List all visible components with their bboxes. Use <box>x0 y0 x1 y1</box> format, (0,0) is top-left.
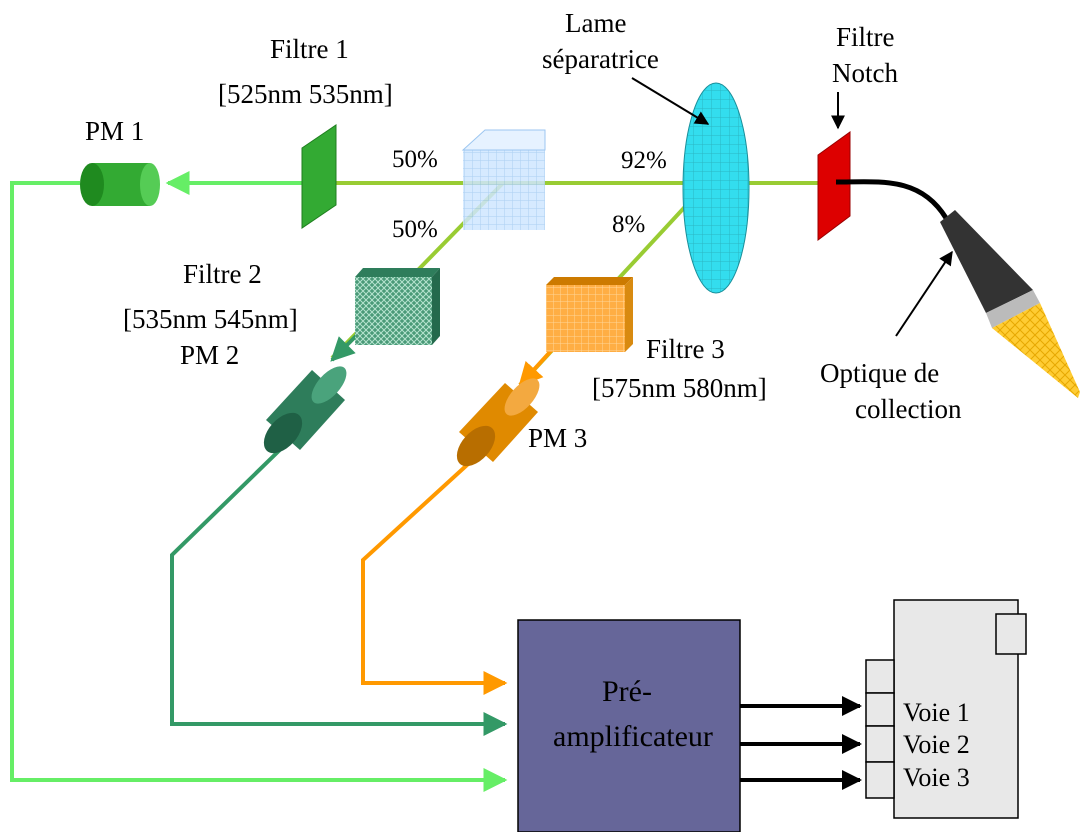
cube-transmit-percent: 50% <box>392 146 438 173</box>
acquisition-input-top <box>865 659 895 694</box>
filtre2-block <box>355 268 440 345</box>
pm2-photomultiplier <box>263 366 347 454</box>
notch-label-line2: Notch <box>832 58 898 88</box>
optical-fiber <box>835 179 949 220</box>
optique-label-line2: collection <box>855 394 962 424</box>
preamp-label-line2: amplificateur <box>553 720 713 753</box>
pm3-photomultiplier <box>456 378 540 467</box>
filtre2-range: [535nm 545nm] <box>123 304 298 334</box>
preamplifier-box <box>517 619 741 832</box>
pm1-label: PM 1 <box>85 116 144 146</box>
lame-pointer-arrow <box>631 77 710 125</box>
filtre1-plate <box>301 124 337 229</box>
lame-separatrice <box>682 82 750 294</box>
beamsplitter-cube <box>461 129 546 230</box>
collection-optics <box>940 210 1080 398</box>
pm1-signal-cable <box>10 181 508 792</box>
channel2-label: Voie 2 <box>903 730 970 759</box>
channel3-input <box>865 761 895 799</box>
optique-label-line1: Optique de <box>820 358 939 388</box>
pm2-label: PM 2 <box>180 340 239 370</box>
acquisition-indicator <box>995 613 1027 655</box>
optique-pointer-arrow <box>895 250 953 337</box>
filtre2-title: Filtre 2 <box>183 259 262 289</box>
notch-label-line1: Filtre <box>836 22 895 52</box>
lame-transmit-percent: 92% <box>621 147 667 174</box>
cube-reflect-percent: 50% <box>392 216 438 243</box>
lame-label-line2: séparatrice <box>542 44 659 74</box>
channel2-input <box>865 725 895 763</box>
channel1-label: Voie 1 <box>903 698 970 727</box>
pm3-signal-cable <box>361 453 508 695</box>
filtre1-range: [525nm 535nm] <box>218 79 393 109</box>
lame-reflect-percent: 8% <box>612 211 645 238</box>
pm2-signal-cable <box>170 438 508 736</box>
pm3-label: PM 3 <box>528 423 587 453</box>
lame-label-line1: Lame <box>565 8 626 38</box>
preamp-label-line1: Pré- <box>602 675 652 708</box>
pm1-photomultiplier <box>80 163 160 206</box>
channel1-input <box>865 692 895 727</box>
filtre3-title: Filtre 3 <box>646 334 725 364</box>
filtre1-title: Filtre 1 <box>270 34 349 64</box>
notch-filter <box>817 131 851 241</box>
channel3-label: Voie 3 <box>903 763 970 792</box>
filtre3-block <box>546 277 633 352</box>
filtre3-range: [575nm 580nm] <box>592 373 767 403</box>
